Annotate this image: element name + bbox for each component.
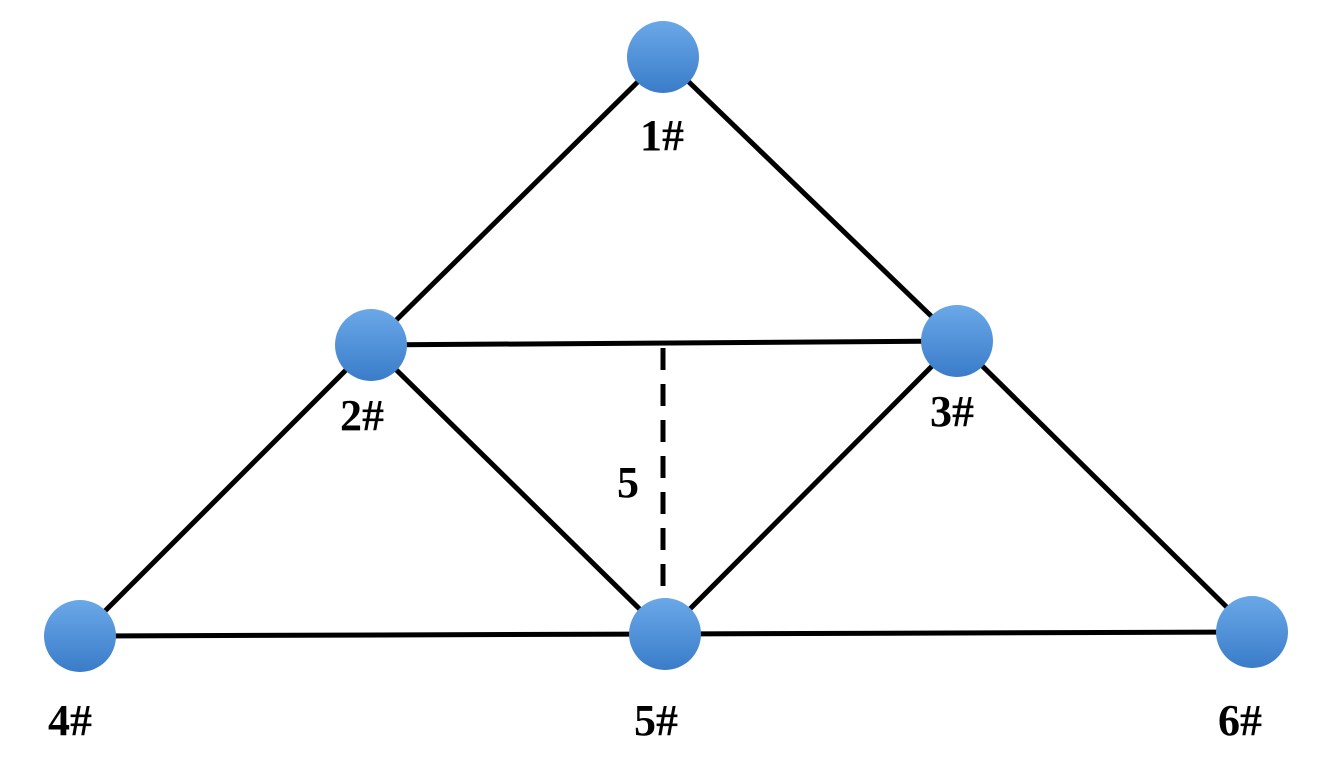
node-3 bbox=[921, 305, 993, 377]
node-label-1: 1# bbox=[640, 111, 684, 160]
edges bbox=[77, 54, 1255, 639]
node-2 bbox=[335, 309, 407, 381]
node-6 bbox=[1216, 596, 1288, 668]
nodes bbox=[44, 21, 1288, 672]
node-label-2: 2# bbox=[340, 391, 384, 440]
node-label-5: 5# bbox=[634, 696, 678, 745]
edge-2-4 bbox=[77, 342, 374, 639]
edge-1-2 bbox=[368, 54, 666, 348]
node-4 bbox=[44, 600, 116, 672]
edge-5-6 bbox=[662, 629, 1255, 637]
node-label-6: 6# bbox=[1218, 696, 1262, 745]
edge-1-3 bbox=[660, 54, 960, 344]
edge-3-6 bbox=[954, 338, 1255, 635]
node-5 bbox=[629, 598, 701, 670]
node-labels: 1# 2# 3# 4# 5# 6# bbox=[48, 111, 1262, 745]
node-1 bbox=[627, 21, 699, 93]
edge-2-5 bbox=[368, 342, 668, 637]
node-label-3: 3# bbox=[930, 387, 974, 436]
edge-2-3 bbox=[368, 338, 960, 348]
node-label-4: 4# bbox=[48, 696, 92, 745]
edge-4-5 bbox=[77, 631, 668, 639]
dimension-label: 5 bbox=[617, 458, 639, 507]
edge-3-5 bbox=[662, 338, 960, 637]
